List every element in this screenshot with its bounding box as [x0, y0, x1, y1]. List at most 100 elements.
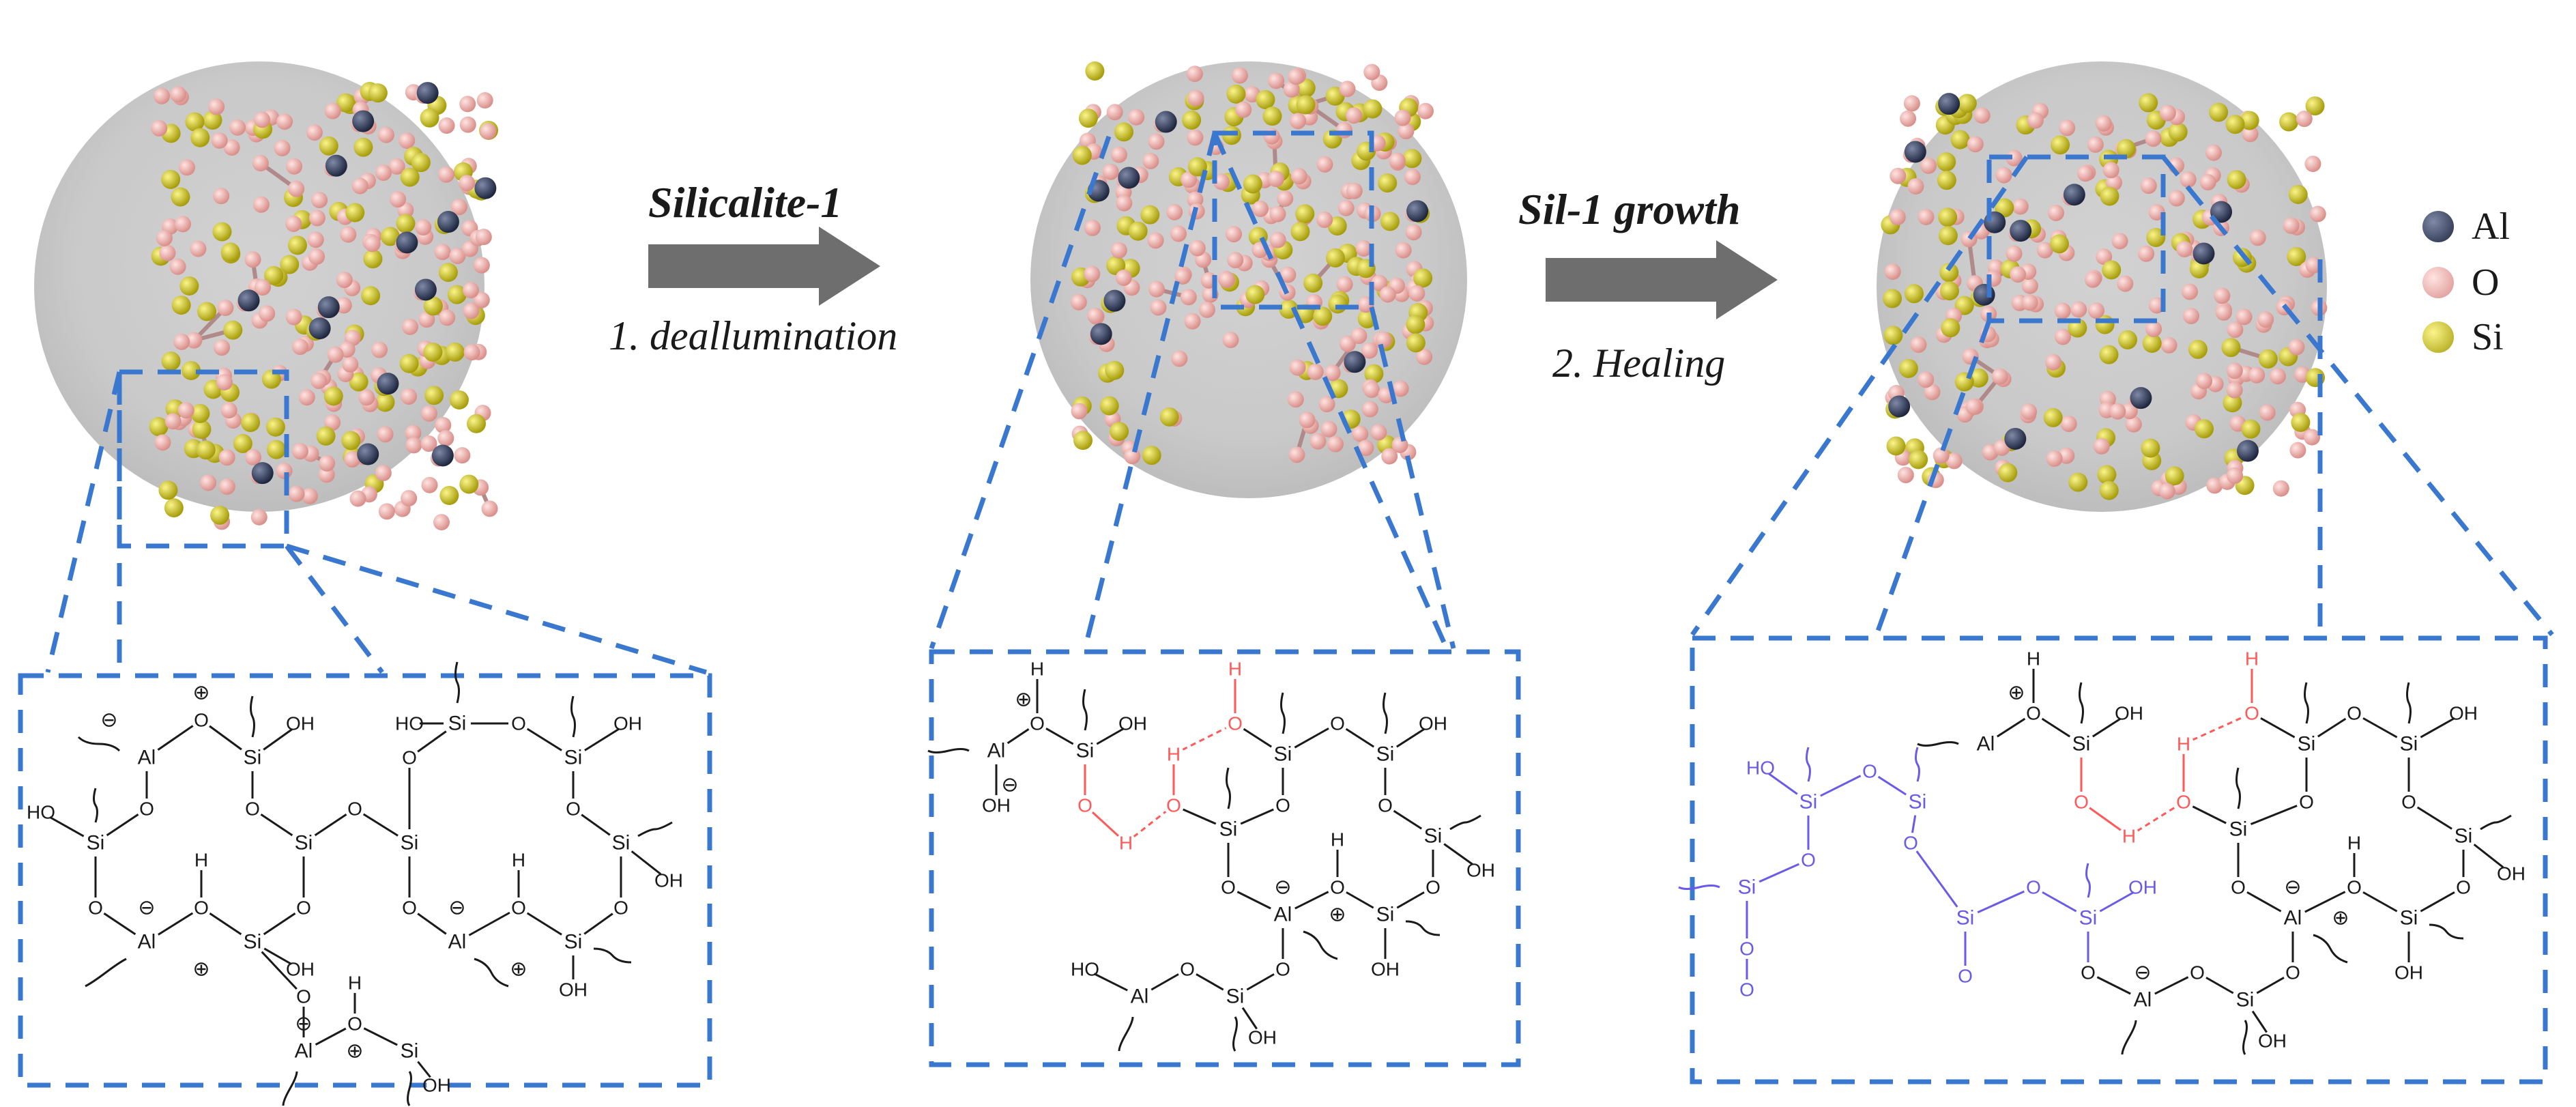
si-atom	[1886, 436, 1906, 456]
o-label: O	[1228, 713, 1243, 734]
oh-label: OH	[982, 795, 1011, 816]
o-atom	[2096, 248, 2113, 265]
o-atom	[1910, 336, 1927, 354]
o-atom	[306, 124, 323, 141]
o-atom	[1903, 95, 1920, 112]
label-bg	[1126, 983, 1153, 1010]
si-atom	[423, 342, 443, 362]
o-atom	[291, 443, 308, 460]
o-atom	[2215, 304, 2232, 321]
o-atom	[342, 356, 359, 373]
si-label: Si	[244, 931, 262, 953]
ho-label: HO	[395, 713, 424, 734]
si-atom	[363, 249, 383, 269]
wavy-bond	[637, 821, 673, 837]
o-label: O	[2026, 877, 2041, 898]
label-bg	[290, 1037, 317, 1065]
o-atom	[1180, 289, 1197, 306]
si-atom	[2291, 412, 2311, 432]
si-label: Si	[1956, 907, 1975, 930]
label-bg	[1177, 959, 1198, 979]
o-atom	[252, 155, 269, 172]
o-atom	[1355, 240, 1372, 257]
wavy-bond	[1118, 1016, 1134, 1052]
si-atom	[190, 128, 210, 147]
al-atom	[2010, 220, 2032, 242]
label-bg	[1027, 713, 1047, 734]
o-atom	[1116, 195, 1133, 212]
label-bg	[191, 710, 212, 730]
si-atom	[1182, 110, 1202, 130]
label-bg	[2453, 703, 2474, 723]
o-atom	[2121, 403, 2138, 420]
o-atom	[1231, 67, 1248, 84]
al-atom	[1344, 351, 1366, 373]
si-atom	[1969, 368, 1988, 388]
wavy-bond	[2242, 1020, 2248, 1055]
label-bg	[1269, 741, 1297, 768]
o-atom	[2047, 205, 2064, 222]
si-atom	[1313, 306, 1333, 326]
label-bg	[1075, 795, 1095, 816]
al-atom	[2130, 387, 2152, 409]
o-atom	[1991, 368, 2008, 385]
si-atom	[185, 112, 205, 132]
label-bg	[399, 747, 420, 768]
o-atom	[285, 308, 302, 326]
zeolite-crystal-spheres	[34, 61, 2328, 531]
si-atom	[2223, 393, 2242, 413]
wavy-bond	[1678, 885, 1720, 890]
label-bg	[2071, 792, 2092, 812]
o-atom	[1263, 128, 1280, 145]
label-bg	[1273, 795, 1293, 816]
o-atom	[463, 344, 480, 361]
label-bg	[2228, 877, 2248, 897]
o-label: O	[1378, 795, 1393, 816]
o-atom	[1299, 412, 1316, 429]
o-atom	[1071, 403, 1088, 420]
o-atom	[2214, 287, 2231, 304]
label-bg	[399, 713, 420, 734]
o-atom	[1290, 113, 1307, 130]
label-bg	[345, 973, 365, 993]
al-atom-icon	[2422, 211, 2454, 242]
si-atom	[2068, 318, 2087, 338]
si-atom	[2221, 338, 2241, 358]
o-label: O	[347, 799, 362, 820]
o-atom	[2095, 115, 2112, 132]
label-bg	[1273, 959, 1293, 979]
si-atom	[212, 222, 232, 242]
si-atom	[2225, 115, 2245, 134]
o-atom	[2205, 144, 2223, 161]
legend-si: Si	[2422, 315, 2504, 359]
o-atom	[2021, 294, 2038, 311]
o-atom	[2196, 373, 2213, 390]
o-label: O	[2026, 703, 2041, 724]
o-atom	[2145, 320, 2162, 337]
o-atom	[259, 305, 276, 322]
si-label: Si	[401, 832, 419, 854]
o-atom	[2183, 308, 2200, 325]
o-atom	[1289, 359, 1306, 376]
wavy-bond	[2079, 682, 2084, 724]
o-atom	[1227, 252, 1244, 269]
o-atom	[437, 430, 454, 447]
o-atom	[1235, 101, 1252, 118]
o-label: O	[1801, 850, 1816, 871]
zoom-line	[285, 544, 384, 674]
label-bg	[133, 744, 160, 771]
al-atom	[2004, 427, 2027, 450]
o-atom	[1907, 177, 1924, 195]
zoom-line	[285, 543, 708, 675]
o-atom	[1363, 382, 1380, 399]
si-atom	[1085, 61, 1105, 81]
si-atom	[149, 417, 169, 437]
o-atom	[1967, 136, 1984, 153]
al-atom	[251, 462, 274, 485]
si-atom	[1256, 89, 1275, 109]
o-atom	[2006, 245, 2023, 262]
o-atom	[2070, 301, 2087, 318]
o-atom	[2227, 467, 2244, 484]
o-atom	[2272, 480, 2289, 497]
o-atom	[2309, 205, 2326, 222]
